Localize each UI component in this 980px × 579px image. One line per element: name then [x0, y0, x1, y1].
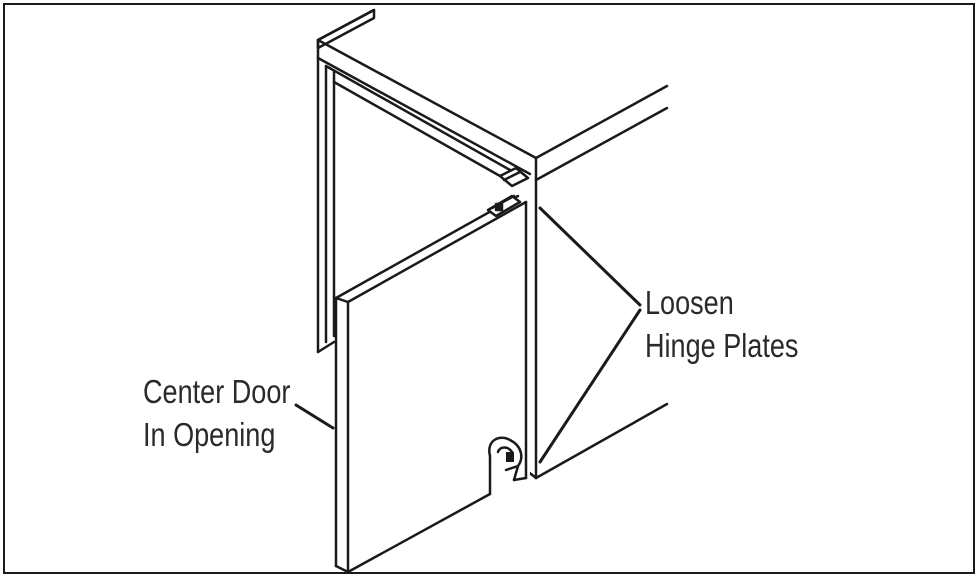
- hinge-callout-line2: Hinge Plates: [645, 327, 799, 364]
- door-callout-line2: In Opening: [143, 416, 276, 453]
- bottom-hinge-plate: [488, 436, 523, 482]
- hinge-leader-bottom: [538, 308, 642, 464]
- top-hinge-plate: [486, 166, 530, 218]
- hinge-plates-callout: Loosen Hinge Plates: [645, 281, 798, 367]
- cabinet-body: [316, 8, 669, 480]
- leader-lines: [294, 206, 642, 464]
- door-callout-line1: Center Door: [143, 373, 291, 410]
- hinge-leader-top: [538, 206, 642, 307]
- cabinet-door: [334, 190, 530, 574]
- diagram-border: [3, 3, 975, 574]
- door-leader: [294, 403, 335, 430]
- center-door-callout: Center Door In Opening: [143, 370, 290, 456]
- hinge-callout-line1: Loosen: [645, 284, 734, 321]
